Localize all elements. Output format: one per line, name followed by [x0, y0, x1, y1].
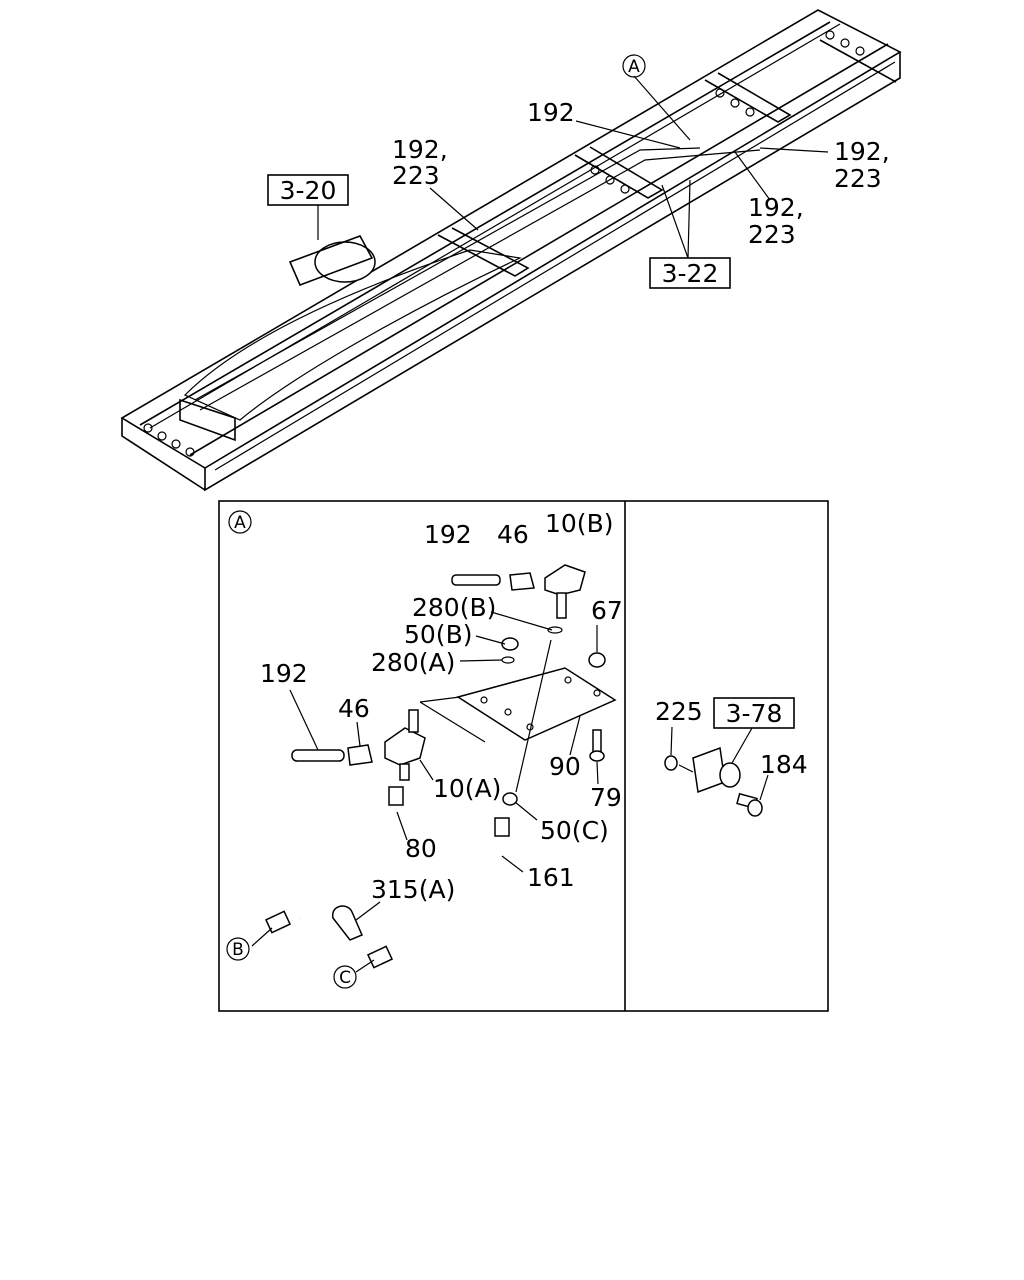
label-184: 184: [760, 750, 808, 779]
hose-161: [366, 817, 510, 969]
svg-text:A: A: [628, 57, 640, 77]
right-leaders: [670, 726, 769, 801]
label-192-right: 192,: [834, 137, 890, 166]
label-79: 79: [590, 783, 622, 812]
svg-text:3-22: 3-22: [662, 259, 719, 288]
svg-text:C: C: [339, 968, 351, 988]
washer-280b: [547, 626, 563, 634]
frame-holes: [143, 30, 865, 457]
ref-box-3-22[interactable]: 3-22: [649, 257, 731, 289]
lower-fitting-assembly: [291, 709, 426, 781]
label-46-upper: 46: [497, 520, 529, 549]
circle-b: B: [226, 937, 250, 961]
panel-leaders: [251, 611, 599, 973]
svg-text:3-78: 3-78: [726, 699, 783, 728]
label-161: 161: [527, 863, 575, 892]
upper-fitting-assembly: [451, 564, 586, 619]
label-192-top: 192: [527, 98, 575, 127]
label-10a: 10(A): [433, 774, 501, 803]
label-280a: 280(A): [371, 648, 455, 677]
nut-67: [588, 652, 606, 668]
label-192-upper: 192: [424, 520, 472, 549]
bracket-assembly-right: [664, 746, 763, 817]
label-192-lower: 192: [260, 659, 308, 688]
label-223-mid: 223: [748, 220, 796, 249]
label-46-lower: 46: [338, 694, 370, 723]
label-50b: 50(B): [404, 620, 472, 649]
label-50c: 50(C): [540, 816, 609, 845]
label-225: 225: [655, 697, 703, 726]
washer-280a: [501, 656, 515, 664]
label-192-mid: 192,: [748, 193, 804, 222]
label-223-right: 223: [834, 164, 882, 193]
label-67: 67: [591, 596, 623, 625]
svg-text:3-20: 3-20: [280, 176, 337, 205]
bolt-79: [589, 729, 605, 762]
svg-text:B: B: [232, 940, 244, 960]
svg-text:A: A: [234, 513, 246, 533]
ref-box-3-20[interactable]: 3-20: [267, 174, 349, 206]
circle-c: C: [333, 965, 357, 989]
label-223-left: 223: [392, 161, 440, 190]
nut-50c: [502, 792, 518, 806]
circle-a-panel: A: [228, 510, 252, 534]
label-315a: 315(A): [371, 875, 455, 904]
circle-a-top: A: [622, 54, 646, 78]
label-280b: 280(B): [412, 593, 496, 622]
top-leaders: [317, 75, 829, 259]
ref-box-3-78[interactable]: 3-78: [713, 697, 795, 729]
nut-50b: [501, 637, 519, 651]
clip-315a: [332, 905, 363, 941]
detail-panel: [218, 500, 829, 1012]
chassis-frame: [120, 9, 902, 492]
label-80: 80: [405, 834, 437, 863]
label-10b: 10(B): [545, 509, 613, 538]
hose-80: [264, 786, 404, 934]
label-90: 90: [549, 752, 581, 781]
label-192-left: 192,: [392, 135, 448, 164]
